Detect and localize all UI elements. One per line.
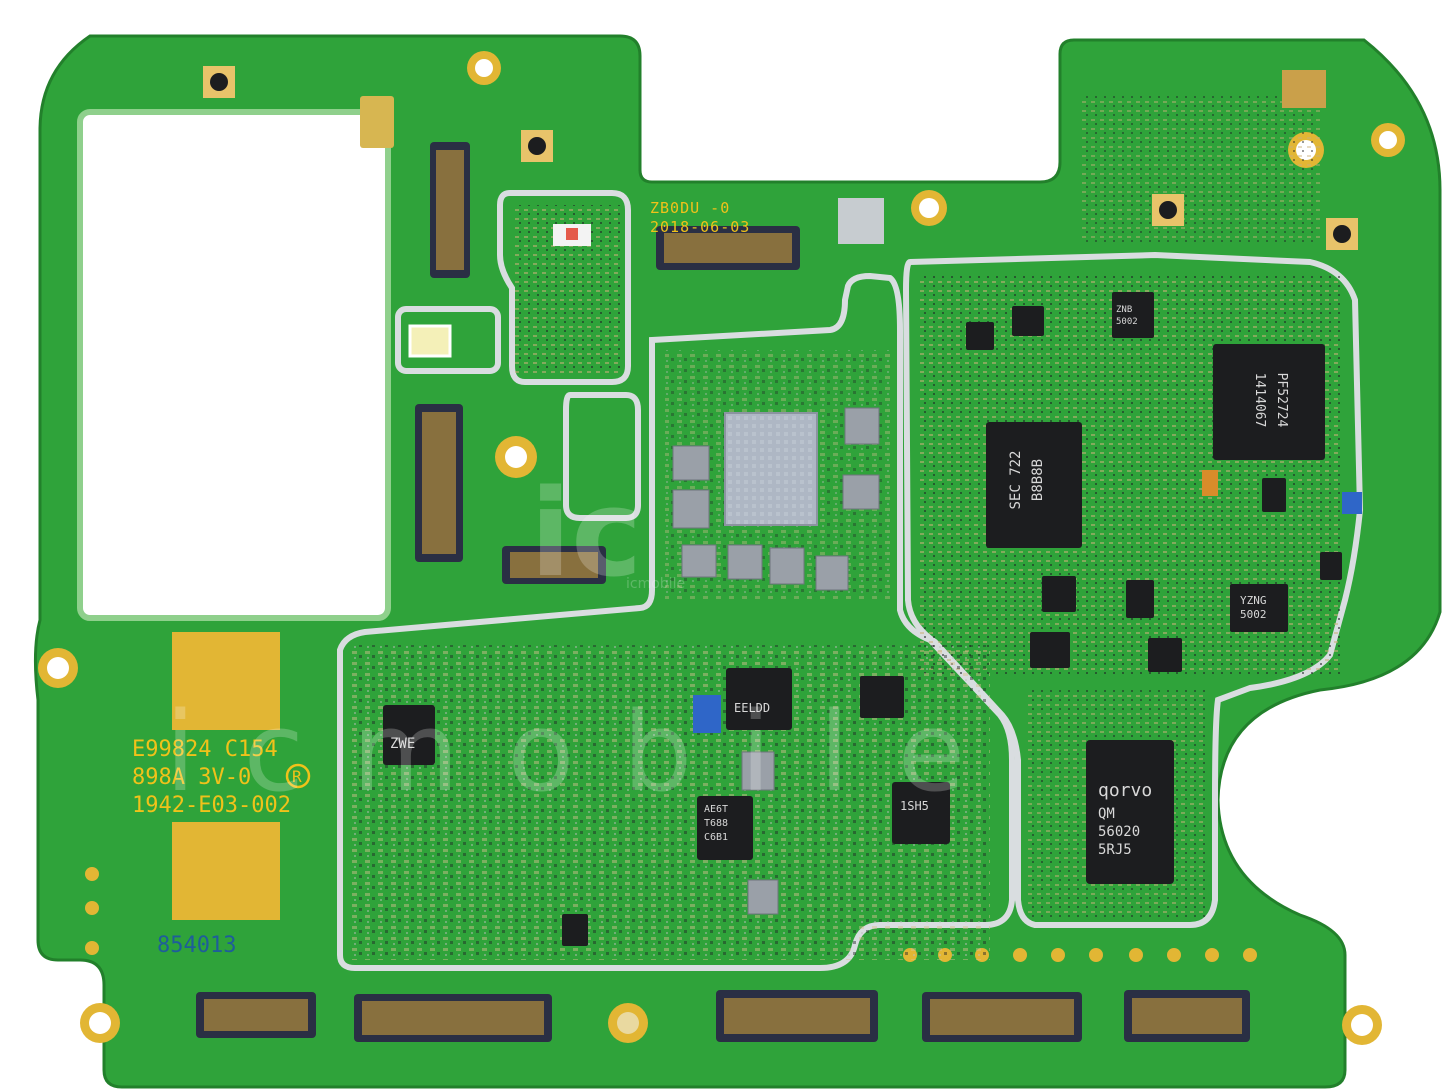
watermark-logo: ic: [530, 465, 642, 604]
board-connectors: [196, 142, 1250, 1042]
qorvo-line4: 5RJ5: [1098, 842, 1132, 858]
ground-pad: [838, 198, 884, 244]
blue-component: [693, 695, 721, 733]
ics: [383, 292, 1342, 946]
part-number-line3: 1942-E03-002: [132, 793, 291, 818]
znb-line1: ZNB: [1116, 305, 1132, 315]
ul-mark-ring: [285, 763, 311, 789]
watermark-small: icmobile: [626, 576, 685, 592]
flash-led: [408, 324, 452, 358]
gold-pad-lower: [172, 822, 280, 920]
serial-number: 854013: [157, 933, 236, 958]
eeldd-label: EELDD: [734, 701, 770, 715]
qorvo-line2: QM: [1098, 806, 1115, 822]
znb-line2: 5002: [1116, 317, 1138, 327]
yzng-line2: 5002: [1240, 608, 1267, 621]
pf-chip-line2: PF52724: [1274, 373, 1289, 428]
board-cutout: [77, 109, 391, 621]
gold-shield-tab: [1282, 70, 1326, 108]
qorvo-brand: qorvo: [1098, 780, 1152, 801]
inductors: [672, 407, 880, 915]
ul-mark: R: [292, 767, 302, 786]
soc-shield: [724, 412, 818, 526]
sec-chip-line2: B8B8B: [1030, 459, 1046, 501]
red-component-dot: [566, 228, 578, 240]
board-code: ZB0DU -0: [650, 199, 730, 217]
blue-component-right: [1342, 492, 1362, 514]
part-number-line2: 898A 3V-0: [132, 765, 251, 790]
gold-pad-upper: [172, 632, 280, 730]
mounting-holes: [38, 51, 1405, 1045]
antenna-connectors: [203, 66, 1358, 250]
c6-line2: T688: [704, 818, 728, 829]
yzng-line1: YZNG: [1240, 594, 1267, 607]
ish5-label: 1SH5: [900, 799, 929, 813]
sec-chip-line1: SEC 722: [1008, 450, 1024, 509]
c6-line1: AE6T: [704, 804, 728, 815]
qorvo-line3: 56020: [1098, 824, 1140, 840]
watermark-large: icmobile: [165, 688, 1013, 816]
chip-markings: SEC 722 B8B8B 1414067 PF52724 qorvo QM 5…: [390, 305, 1289, 858]
watermark: ic icmobile icmobile: [165, 465, 1013, 816]
zwe-label: ZWE: [390, 736, 415, 752]
mic-component: [360, 96, 394, 148]
board-date: 2018-06-03: [650, 218, 750, 236]
component-field-f: [1080, 95, 1320, 245]
pf-chip-line1: 1414067: [1252, 373, 1267, 428]
silkscreen: ZB0DU -0 2018-06-03 E99824 C154 898A 3V-…: [132, 199, 750, 958]
part-number-line1: E99824 C154: [132, 737, 278, 762]
c6-line3: C6B1: [704, 832, 728, 843]
orange-component: [1202, 470, 1218, 496]
